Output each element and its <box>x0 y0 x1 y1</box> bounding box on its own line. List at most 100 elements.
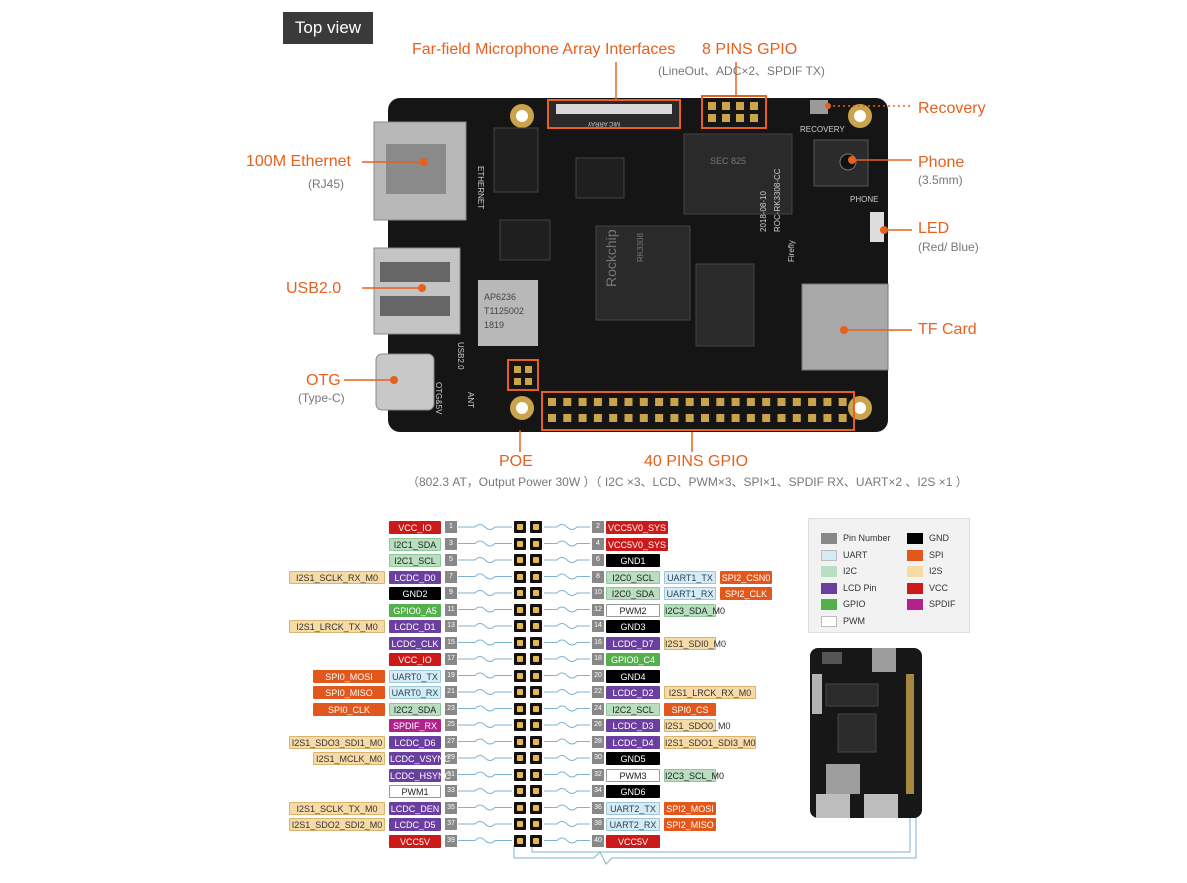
gpio8-pin <box>708 114 716 122</box>
gpio40-pin <box>639 398 648 406</box>
silk-usb: USB2.0 <box>456 342 465 370</box>
pin-wire <box>458 755 512 761</box>
callout-recovery-label: Recovery <box>918 100 986 117</box>
pin-number-8: 8 <box>592 570 604 583</box>
legend-label: Pin Number <box>843 533 891 543</box>
header-pin-24 <box>530 702 542 715</box>
small-chip <box>499 219 551 261</box>
callout-led-label: LED <box>918 220 950 237</box>
legend-label: GPIO <box>843 599 866 609</box>
pin-number-38: 38 <box>592 818 604 830</box>
pin-wire <box>458 705 512 712</box>
silk-phone: PHONE <box>850 195 878 204</box>
pin-label-12-1: PWM2 <box>606 603 660 617</box>
gpio40-pin <box>777 398 786 406</box>
gpio8-pin <box>750 102 758 110</box>
wifi-text-1: AP6236 <box>484 292 516 302</box>
pin-number-4: 4 <box>592 537 604 550</box>
otg-port <box>375 353 435 411</box>
header-pin-6 <box>530 554 542 566</box>
wifi-text-3: 1819 <box>484 320 504 330</box>
pin-label-16-1: LCDC_D7 <box>606 636 660 650</box>
cable-to-board <box>513 810 917 865</box>
pin-number-22: 22 <box>592 686 604 698</box>
callout-gpio8-label: 8 PINS GPIO <box>702 41 798 58</box>
gpio40-pin <box>670 414 679 422</box>
mounting-hole-center <box>516 402 528 414</box>
gpio40-highlight <box>541 391 855 431</box>
gpio40-pin <box>762 398 771 406</box>
gpio8-highlight <box>701 95 767 129</box>
header-pin-21 <box>514 686 526 698</box>
pin-label-15-1: LCDC_CLK <box>389 636 441 650</box>
small-board-usb <box>816 794 850 818</box>
callout-tf-label: TF Card <box>918 321 977 338</box>
poe-pin <box>525 366 532 373</box>
pin-label-23-2: SPI0_CLK <box>313 702 385 716</box>
legend-swatch <box>821 566 837 577</box>
soc-model-text: RK3308 <box>636 233 645 262</box>
pin-label-14-1: GND3 <box>606 620 660 633</box>
pin-label-37-1: LCDC_D5 <box>389 818 441 831</box>
pin-label-5-1: I2C1_SCL <box>389 554 441 567</box>
pin-wire <box>458 837 512 844</box>
gpio40-pin <box>808 398 817 406</box>
callout-dot <box>825 103 831 109</box>
pin-wire <box>458 738 512 745</box>
pin-label-16-2: I2S1_SDI0_M0 <box>664 636 727 650</box>
pin-number-5: 5 <box>445 554 457 566</box>
gpio40-pin <box>655 414 664 422</box>
gpio40-pin <box>746 414 755 422</box>
pin-label-7-2: I2S1_SCLK_RX_M0 <box>289 570 385 584</box>
pin-number-18: 18 <box>592 653 604 665</box>
pin-label-28-1: LCDC_D4 <box>606 735 660 749</box>
pin-label-17-1: VCC_IO <box>389 653 441 666</box>
pin-label-38-2: SPI2_MISO <box>664 818 716 831</box>
silk-mic-array: MIC ARRAY <box>587 120 620 126</box>
board-top-view: Rockchip RK3308 SEC 825 AP6236 T1125002 … <box>373 95 889 432</box>
usb-slot <box>380 262 450 282</box>
silk-ant: ANT <box>466 392 475 408</box>
pin-label-8-3: SPI2_CSN0 <box>720 570 772 584</box>
silk-date: 2018-08-10 <box>759 191 768 232</box>
gpio40-pin <box>792 414 801 422</box>
gpio40-pin <box>655 398 664 406</box>
header-pin-30 <box>530 752 542 764</box>
header-pin-36 <box>530 801 542 814</box>
pin-wire <box>458 540 512 547</box>
pin-wire <box>458 771 512 778</box>
pin-label-22-1: LCDC_D2 <box>606 686 660 699</box>
gpio40-pin <box>563 398 572 406</box>
pin-label-36-2: SPI2_MOSI <box>664 801 716 815</box>
soc-brand-text: Rockchip <box>603 229 619 287</box>
gpio40-pin <box>792 398 801 406</box>
pin-label-4-1: VCC5V0_SYS <box>606 537 668 551</box>
pin-number-21: 21 <box>445 686 457 698</box>
pin-wire <box>544 755 590 761</box>
pin-label-7-1: LCDC_D0 <box>389 570 441 584</box>
pin-number-15: 15 <box>445 636 457 649</box>
gpio40-pin <box>563 414 572 422</box>
header-pin-17 <box>514 653 526 665</box>
pin-wire <box>544 738 590 745</box>
legend-swatch <box>821 582 837 594</box>
gpio40-pin <box>838 398 847 406</box>
pin-label-31-1: LCDC_HSYNC <box>389 768 452 782</box>
pin-label-28-2: I2S1_SDO1_SDI3_M0 <box>664 735 756 749</box>
pin-label-30-1: GND5 <box>606 752 660 765</box>
pin-label-25-1: SPDIF_RX <box>389 719 441 732</box>
pin-label-26-1: LCDC_D3 <box>606 719 660 732</box>
header-pin-27 <box>514 735 526 748</box>
pin-label-2-1: VCC5V0_SYS <box>606 521 668 534</box>
pin-wire <box>544 722 590 728</box>
header-pin-25 <box>514 719 526 731</box>
gpio40-pin <box>777 414 786 422</box>
pin-number-25: 25 <box>445 719 457 731</box>
poe-header <box>514 366 532 385</box>
pin-number-32: 32 <box>592 768 604 781</box>
wifi-text-2: T1125002 <box>484 306 524 316</box>
pin-label-19-1: UART0_TX <box>389 669 441 683</box>
header-pin-12 <box>530 603 542 616</box>
gpio40-pin <box>578 398 587 406</box>
